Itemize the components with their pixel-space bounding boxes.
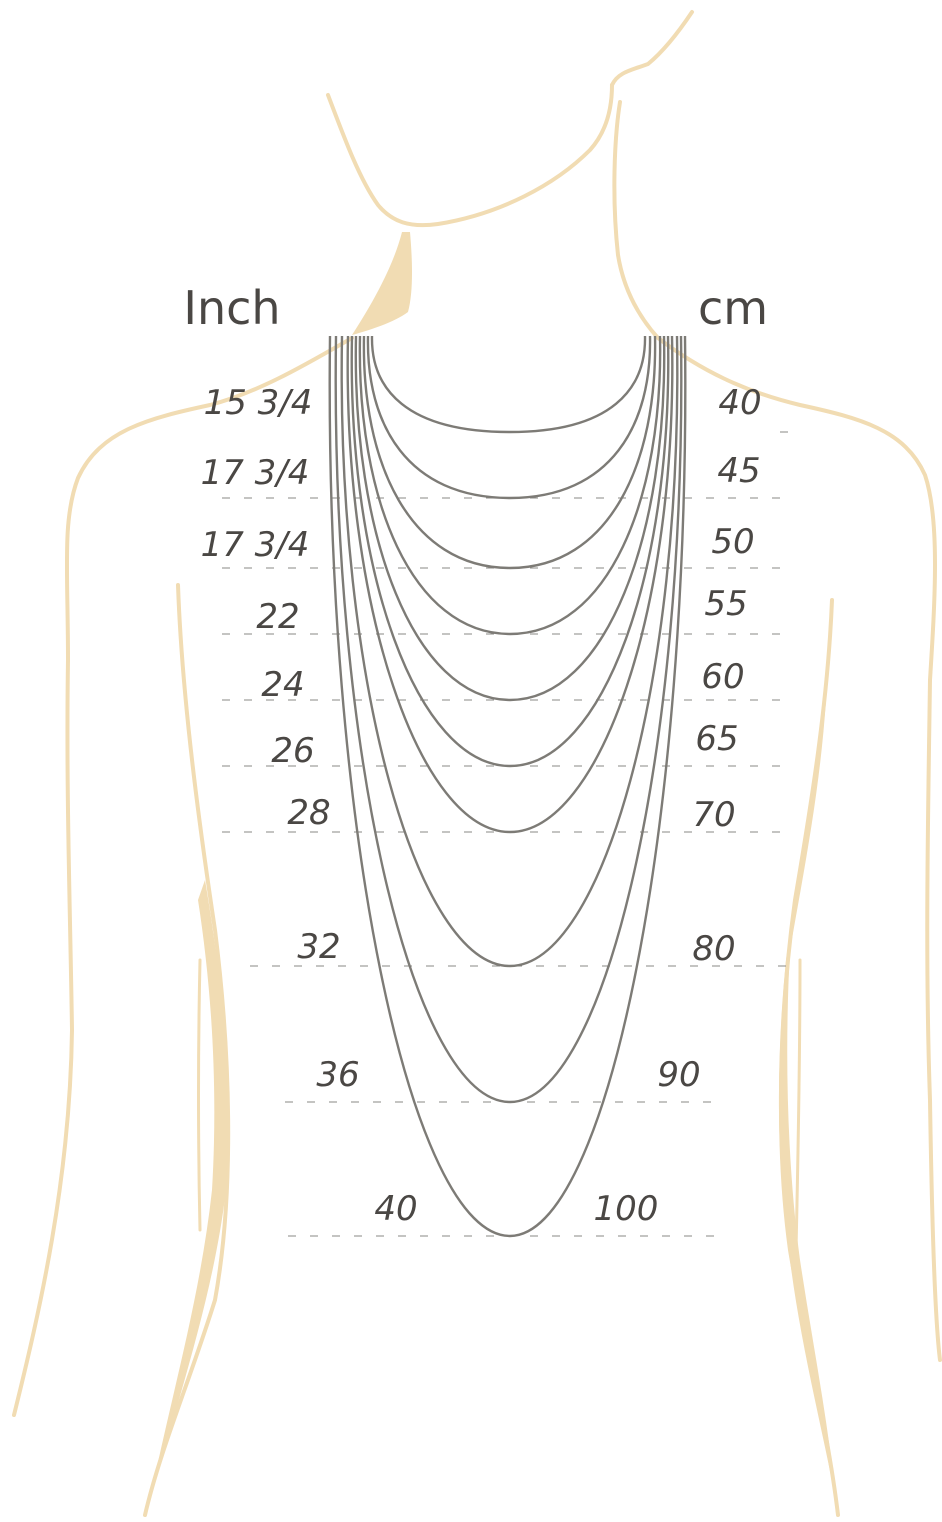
inch-label: 17 3/4: [201, 525, 310, 565]
body-silhouette: [14, 12, 940, 1515]
inch-label: 36: [316, 1055, 359, 1095]
cm-label: 40: [718, 383, 761, 423]
cm-label: 60: [701, 657, 744, 697]
chain-50cm: [364, 336, 655, 568]
cm-label: 55: [704, 584, 747, 624]
chain-70cm: [348, 336, 673, 832]
chain-40cm: [372, 336, 645, 432]
inch-label: 26: [271, 731, 314, 771]
cm-label: 45: [717, 451, 760, 491]
cm-label: 65: [695, 719, 738, 759]
cm-label: 70: [692, 795, 735, 835]
inch-label: 32: [297, 927, 340, 967]
cm-label: 80: [692, 929, 735, 969]
cm-label: 50: [711, 522, 754, 562]
inch-label: 28: [287, 793, 330, 833]
cm-header: cm: [698, 281, 768, 335]
inch-header: Inch: [183, 281, 280, 335]
inch-label: 17 3/4: [201, 453, 310, 493]
inch-label: 24: [261, 665, 304, 705]
neck-shadow: [352, 232, 412, 335]
chain-45cm: [368, 336, 650, 498]
inch-label: 15 3/4: [204, 383, 313, 423]
inch-label: 22: [256, 597, 299, 637]
necklace-chains: [330, 336, 686, 1236]
chain-60cm: [356, 336, 664, 700]
chain-55cm: [360, 336, 660, 634]
inch-label: 40: [374, 1189, 417, 1229]
chain-80cm: [342, 336, 678, 966]
cm-label: 90: [657, 1055, 700, 1095]
chain-90cm: [336, 336, 682, 1102]
cm-label: 100: [594, 1189, 659, 1229]
